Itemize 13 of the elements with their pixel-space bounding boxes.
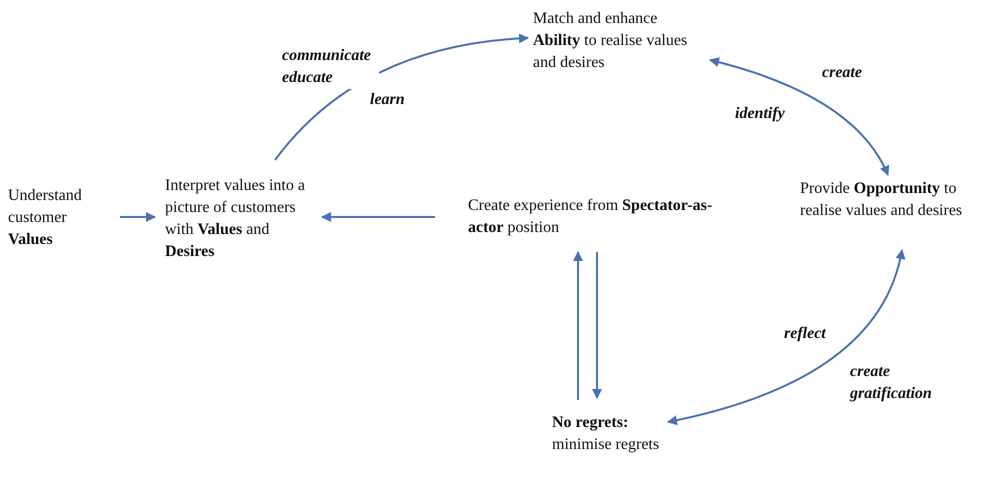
arrow: [592, 252, 602, 399]
arrow: [573, 251, 583, 400]
node-text: Create experience from Spectator-as-actor position: [468, 196, 714, 238]
arrow: [709, 57, 889, 176]
arrow: [274, 34, 529, 161]
node-text: Match and enhance Ability to realise values and desires: [533, 9, 688, 73]
node-text: Interpret values into a picture of customers with Values and Desires: [165, 176, 305, 262]
arrow: [667, 249, 905, 425]
node-text: Understand customer Values: [8, 186, 83, 250]
node-text: Provide Opportunity to realise values and desires: [800, 179, 964, 221]
arrow: [321, 212, 435, 222]
arrow: [120, 212, 156, 222]
node-text: No regrets: minimise regrets: [552, 413, 660, 455]
